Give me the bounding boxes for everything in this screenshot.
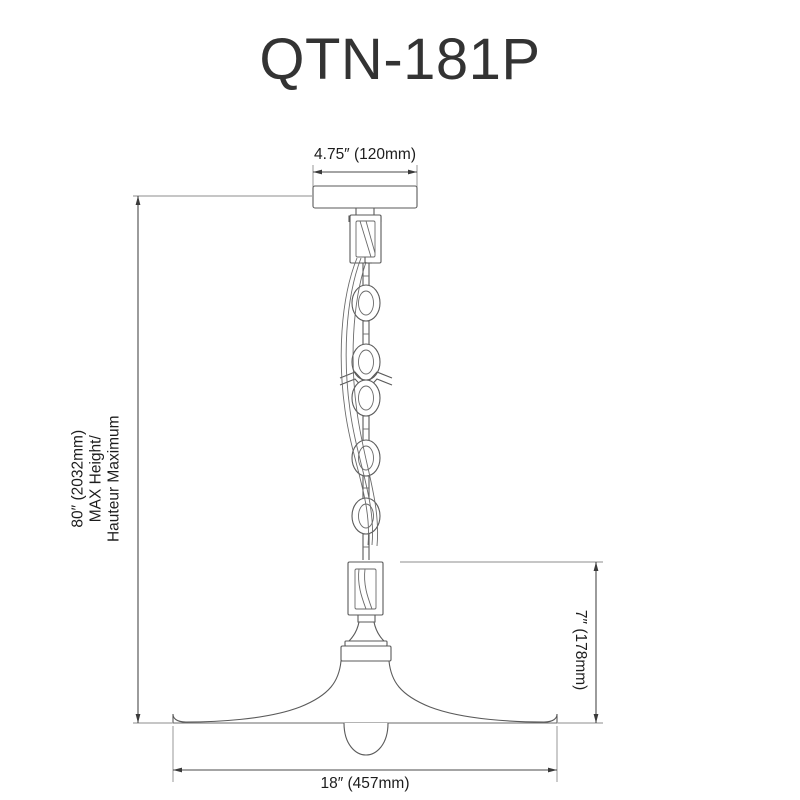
page-title: QTN-181P [259, 27, 541, 92]
max-height-line-1: 80″ (2032mm) [69, 429, 87, 528]
light-bulb [343, 722, 389, 756]
chain-top-connector [349, 214, 382, 264]
shade [172, 660, 558, 724]
dimension-label-canopy-width: 4.75″ (120mm) [314, 146, 416, 163]
max-height-line-2: MAX Height/ [87, 435, 105, 523]
max-height-line-3: Hauteur Maximum [104, 415, 122, 543]
shade-fitter-box [347, 561, 384, 623]
suspension-chain-upper [351, 263, 381, 381]
dimension-max-height [133, 195, 312, 724]
shade-neck [340, 621, 392, 662]
canopy [312, 185, 418, 222]
dimension-label-shade-height: 7″ (178mm) [572, 609, 590, 691]
dimension-label-shade-width: 18″ (457mm) [320, 775, 410, 792]
dimension-shade-width [172, 726, 558, 782]
dimension-canopy-width [312, 165, 418, 188]
dimension-shade-height [400, 561, 603, 724]
dimension-label-max-height: 80″ (2032mm) MAX Height/ Hauteur Maximum [69, 379, 122, 579]
power-cord [340, 257, 379, 547]
